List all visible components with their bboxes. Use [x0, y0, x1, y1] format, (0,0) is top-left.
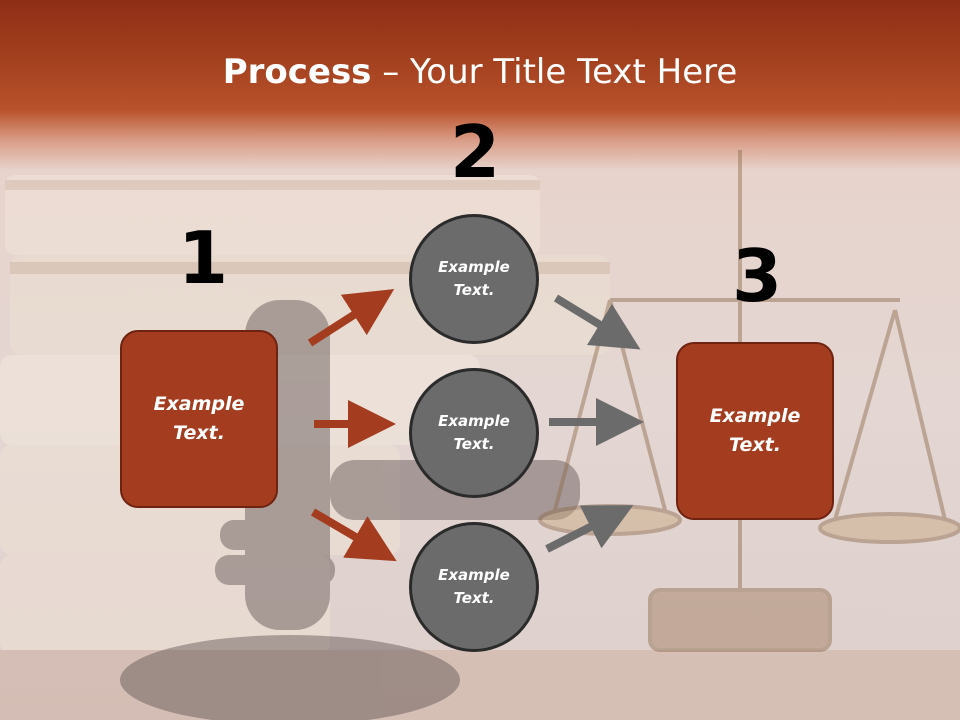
slide-title: Process – Your Title Text Here [0, 52, 960, 92]
step-2-circle-top[interactable]: Example Text. [409, 214, 539, 344]
arrow-from-circle-bottom [545, 505, 634, 553]
circle-top-text-line2: Text. [453, 281, 495, 299]
step-1-text-line1: Example [153, 393, 245, 415]
arrow-from-circle-top [553, 294, 641, 350]
circle-middle-text-line1: Example [438, 412, 510, 430]
arrow-to-circle-top [307, 289, 395, 347]
circle-middle-text-line2: Text. [453, 435, 495, 453]
step-3-text-line1: Example [709, 405, 801, 427]
step-2-circle-bottom[interactable]: Example Text. [409, 522, 539, 652]
arrow-to-circle-bottom [310, 508, 397, 562]
step-1-box[interactable]: Example Text. [120, 330, 278, 508]
step-number-2: 2 [450, 110, 501, 194]
step-number-3: 3 [732, 234, 783, 318]
title-rest: – Your Title Text Here [371, 52, 738, 92]
step-3-box[interactable]: Example Text. [676, 342, 834, 520]
step-number-1: 1 [178, 216, 229, 300]
circle-top-text-line1: Example [438, 258, 510, 276]
circle-bottom-text-line2: Text. [453, 589, 495, 607]
step-3-text-line2: Text. [729, 434, 781, 456]
step-1-text-line2: Text. [173, 422, 225, 444]
step-2-circle-middle[interactable]: Example Text. [409, 368, 539, 498]
title-bold: Process [222, 52, 372, 92]
circle-bottom-text-line1: Example [438, 566, 510, 584]
